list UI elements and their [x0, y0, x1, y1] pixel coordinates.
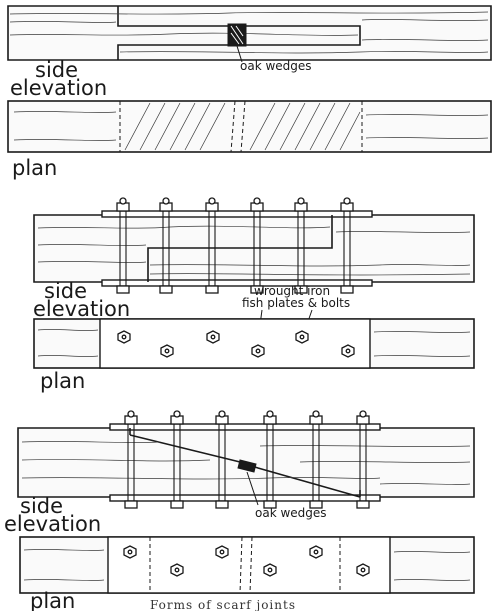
fig2-fish-plate-top	[101, 210, 373, 218]
fig1-scarf-line	[117, 6, 361, 60]
fig3-bolt-5	[309, 410, 323, 509]
fig1-grain-5	[361, 19, 489, 21]
fig2-bolt-2	[159, 197, 173, 294]
fig1-plan-hidden-2	[230, 100, 236, 153]
fig1-plan-label: plan	[12, 156, 57, 180]
fig2-grain-1	[37, 225, 331, 229]
fig2-plan-grain-2	[37, 355, 99, 357]
fig3-oak-wedge	[237, 459, 257, 473]
fig3-grain-5	[299, 461, 471, 463]
fig3-grain-4	[259, 445, 471, 447]
fig1-plan-hidden-3	[240, 100, 246, 153]
fig2-plan-grain-4	[373, 355, 471, 357]
fig2-fish-plate-bottom	[101, 279, 373, 287]
fig1-grain-4	[119, 51, 489, 54]
fig1-plan-outline	[7, 100, 492, 153]
fig1-grain-2	[9, 21, 117, 23]
fig3-plan-grain-3	[393, 551, 471, 553]
fig2-bolt-5	[294, 197, 308, 294]
fig3-plan-fish-plate	[107, 536, 391, 594]
fig1-plan-grain-4	[365, 137, 489, 139]
fig3-plan-beam	[19, 536, 475, 594]
fig3-fish-plate-bottom	[109, 494, 381, 502]
fig2-plan-bolt-heads	[117, 330, 355, 358]
fig3-bolt-6	[356, 410, 370, 509]
fig3-grain-3	[21, 477, 381, 480]
fig2-plan-beam	[33, 318, 475, 369]
fig1-wedge-leader	[236, 45, 243, 63]
fig1-side-label: side	[35, 58, 78, 82]
fig1-plan-grain-2	[13, 139, 117, 141]
fig3-wedge-leader	[246, 471, 259, 506]
fig1-grain-3	[9, 32, 359, 36]
fig2-grain-3	[37, 261, 147, 263]
fig2-scarf-line	[147, 215, 333, 282]
fig1-grain-1	[9, 11, 489, 15]
fig3-plan-hidden-2	[239, 536, 243, 594]
fig3-plan-label: plan	[30, 589, 75, 611]
fig2-bolt-3	[205, 197, 219, 294]
fig3-bolt-4	[263, 410, 277, 509]
fig3-bolt-1	[124, 410, 138, 509]
fig2-elevation-label: elevation	[33, 297, 130, 321]
fig3-plan-grain-4	[393, 579, 471, 581]
fig1-side-elevation-beam	[7, 5, 492, 63]
fig2-plate-label-1: wrought iron	[254, 284, 330, 298]
fig2-plan-fish-plate	[99, 318, 371, 369]
fig3-elevation-label: elevation	[4, 512, 101, 536]
fig2-plan-grain-3	[373, 331, 471, 333]
fig1-plan-hatching	[124, 102, 361, 151]
fig1-plan-beam	[7, 100, 492, 153]
fig1-plan-grain-3	[365, 114, 489, 116]
fig3-bolt-3	[215, 410, 229, 509]
figure-caption: Forms of scarf joints	[150, 598, 296, 611]
fig2-side-label: side	[44, 279, 87, 303]
fig3-side-label: side	[20, 494, 63, 518]
fig2-plan-label: plan	[40, 369, 85, 393]
fig3-side-elevation-beam	[17, 410, 475, 509]
fig2-side-elevation-beam	[33, 197, 475, 294]
fig1-oak-wedges-label: oak wedges	[240, 59, 312, 73]
fig3-bolt-2	[170, 410, 184, 509]
fig1-wedge-hatch	[230, 25, 244, 45]
fig2-grain-5	[335, 231, 471, 233]
fig2-bolt-4	[250, 197, 264, 294]
fig2-grain-2	[37, 244, 147, 246]
fig3-grain-6	[379, 483, 471, 485]
fig2-plan-grain-1	[37, 329, 99, 331]
fig2-bolt-1	[116, 197, 130, 294]
fig3-plan-grain-2	[23, 579, 105, 581]
fig3-grain-1	[21, 441, 161, 443]
fig1-elevation-label: elevation	[10, 76, 107, 100]
fig3-plan-bolt-heads	[123, 545, 370, 577]
fig1-grain-6	[361, 39, 489, 41]
fig3-grain-2	[21, 459, 211, 462]
fig2-plate-label-2: fish plates & bolts	[242, 296, 350, 310]
fig2-bolt-6	[340, 197, 354, 294]
fig3-fish-plate-top	[109, 423, 381, 431]
fig3-oak-wedges-label: oak wedges	[255, 506, 327, 520]
fig1-plan-grain-1	[13, 111, 117, 113]
fig2-grain-6	[149, 273, 471, 276]
fig3-plan-hidden-3	[249, 536, 253, 594]
fig3-plan-grain-1	[23, 549, 105, 551]
